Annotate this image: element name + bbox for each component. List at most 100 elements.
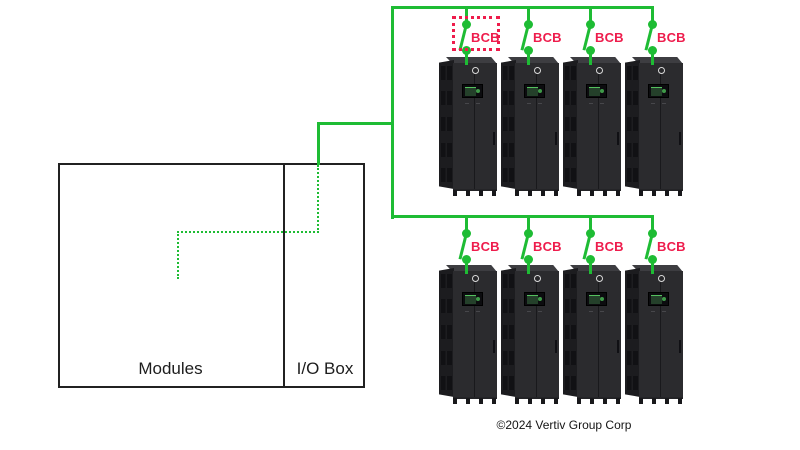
cabinet-door-seam [536,282,537,399]
cabinet-feed-stem [651,50,654,65]
cabinet-base [639,189,683,191]
cabinet-door-seam [474,74,475,191]
door-handle [555,340,557,353]
side-vent [565,299,576,313]
bcb-breaker-label: BCB [533,30,562,45]
panel-caption-mark [538,311,542,312]
cabinet-front-face [453,63,497,191]
battery-cabinet [501,57,559,197]
cabinet-foot [453,398,457,404]
cabinet-base [453,189,497,191]
cabinet-top-face [445,265,497,272]
battery-cabinet [501,265,559,405]
side-vent [565,274,576,288]
panel-caption-mark [476,311,480,312]
side-vent [565,117,576,131]
cabinet-foot [590,398,594,404]
side-vent [627,143,638,157]
cabinet-foot [639,398,643,404]
cabinet-base [453,397,497,399]
cabinet-top-face [507,265,559,272]
cabinet-door-seam [660,282,661,399]
vertiv-logo-icon [658,67,665,74]
cabinet-top-face [631,57,683,64]
display-status-led [662,89,666,93]
cabinet-foot [528,190,532,196]
door-handle [493,132,495,145]
vertiv-logo-icon [596,275,603,282]
panel-caption-mark [465,311,469,312]
cabinet-top-face [569,57,621,64]
io-box-label: I/O Box [296,359,354,378]
cabinet-foot [603,190,607,196]
cabinet-foot [453,190,457,196]
vertiv-logo-icon [472,275,479,282]
cabinet-foot [678,190,682,196]
cabinet-front-face [639,63,683,191]
bcb-breaker-label: BCB [657,30,686,45]
battery-cabinet [563,57,621,197]
cabinet-foot [652,398,656,404]
vertiv-logo-icon [472,67,479,74]
cabinet-front-face [577,271,621,399]
side-vent [441,66,452,80]
side-vent [627,325,638,339]
panel-caption-mark [527,103,531,104]
cabinet-foot [515,398,519,404]
display-status-led [538,297,542,301]
cabinet-base [515,189,559,191]
cabinet-door-seam [474,282,475,399]
cabinet-foot [541,190,545,196]
bcb-breaker-label: BCB [595,239,624,254]
control-display-panel [586,84,607,98]
breaker-bottom-terminal [462,255,471,264]
door-handle [679,340,681,353]
cabinet-top-face [569,265,621,272]
cabinet-foot [577,398,581,404]
cabinet-foot [479,398,483,404]
side-vent [503,299,514,313]
side-vent [441,274,452,288]
cabinet-base [577,397,621,399]
cabinet-foot [492,398,496,404]
panel-caption-mark [589,311,593,312]
vertiv-logo-icon [596,67,603,74]
cabinet-feed-stem [527,50,530,65]
vertiv-logo-icon [658,275,665,282]
side-vent [565,66,576,80]
display-status-led [476,297,480,301]
side-vent [441,351,452,365]
breaker-top-terminal [586,20,595,29]
panel-caption-mark [662,103,666,104]
breaker-top-terminal [648,20,657,29]
side-vent [503,325,514,339]
battery-cabinet [625,265,683,405]
display-status-led [600,89,604,93]
cabinet-foot [541,398,545,404]
cabinet-top-face [445,57,497,64]
breaker-top-terminal [462,20,471,29]
breaker-drop-stem [527,215,530,233]
battery-bus-top [391,6,654,9]
side-vent [565,91,576,105]
breaker-drop-stem [465,215,468,233]
panel-caption-mark [662,311,666,312]
display-screen [527,87,538,96]
cabinet-door-seam [536,74,537,191]
modules-label: Modules [138,359,203,378]
battery-bus-bottom [391,215,654,218]
side-vent [627,376,638,390]
bcb-breaker-label: BCB [471,30,500,45]
display-screen [527,295,538,304]
cabinet-foot [554,190,558,196]
panel-caption-mark [651,311,655,312]
cabinet-foot [616,190,620,196]
display-screen [651,87,662,96]
door-handle [617,340,619,353]
cabinet-foot [466,190,470,196]
cabinet-foot [616,398,620,404]
control-display-panel [462,292,483,306]
dc-feed-vertical [391,6,394,219]
cabinet-front-face [577,63,621,191]
internal-route-vertical-2 [177,231,179,279]
